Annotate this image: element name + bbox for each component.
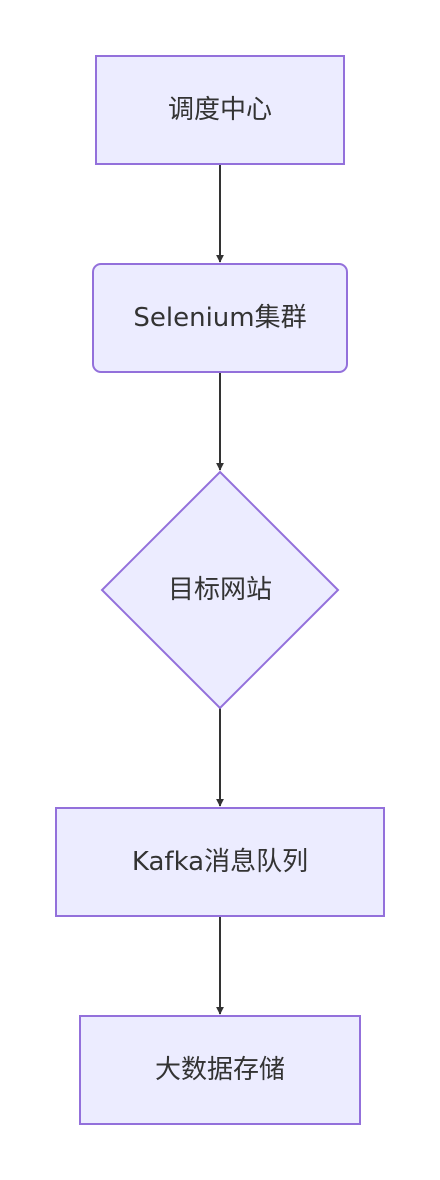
node-target-label: 目标网站 (168, 575, 272, 605)
node-selenium-label: Selenium集群 (133, 303, 306, 333)
node-scheduler: 调度中心 (95, 55, 345, 165)
node-storage: 大数据存储 (79, 1015, 361, 1125)
node-kafka-label: Kafka消息队列 (132, 847, 308, 877)
node-selenium-box (93, 264, 347, 372)
node-scheduler-label: 调度中心 (168, 95, 272, 125)
node-kafka-box (56, 808, 384, 916)
node-storage-label: 大数据存储 (155, 1055, 285, 1085)
node-selenium: Selenium集群 (92, 263, 348, 373)
node-storage-box (80, 1016, 360, 1124)
node-target: 目标网站 (100, 470, 340, 710)
node-kafka: Kafka消息队列 (55, 807, 385, 917)
node-scheduler-box (96, 56, 344, 164)
